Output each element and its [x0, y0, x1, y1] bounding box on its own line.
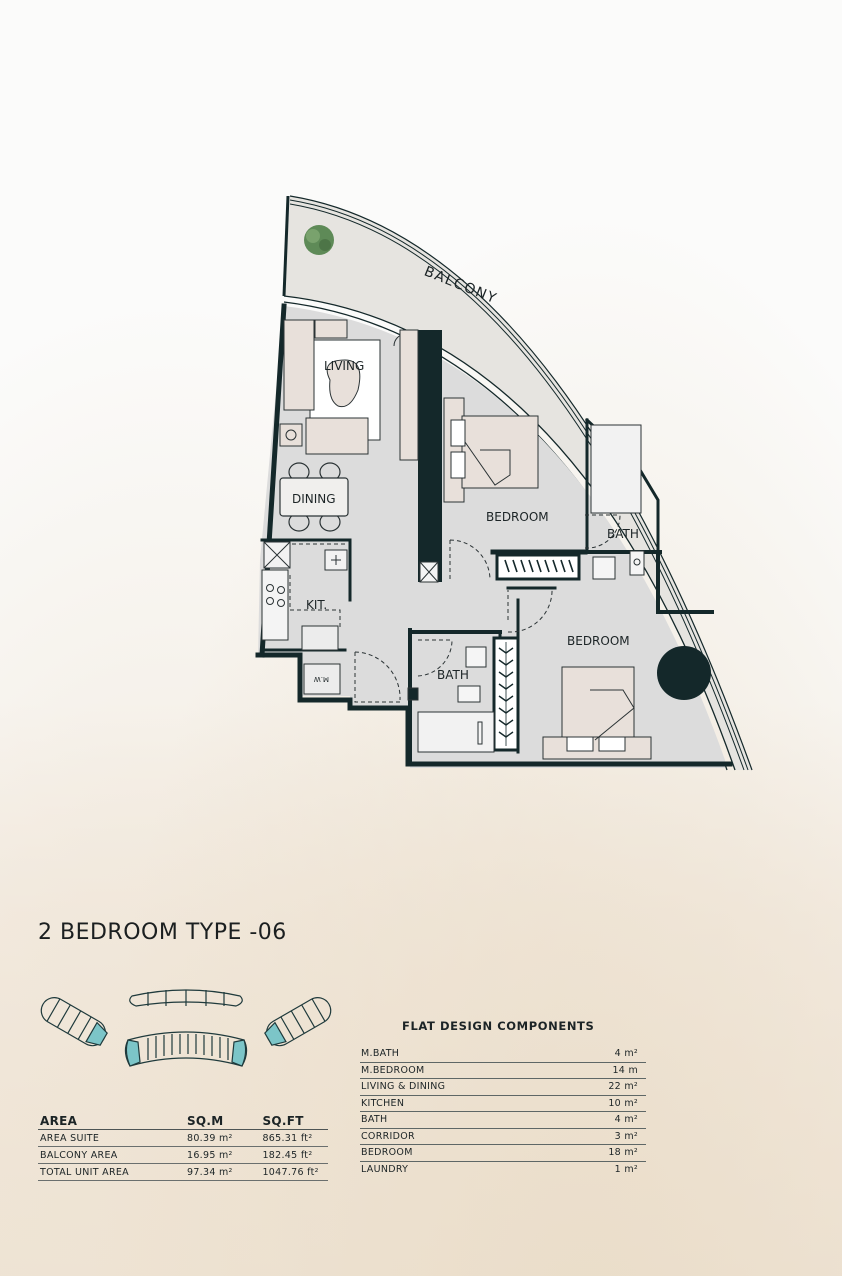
component-value: 3 m² — [614, 1130, 638, 1142]
components-title: FLAT DESIGN COMPONENTS — [402, 1019, 595, 1033]
component-value: 10 m² — [608, 1097, 638, 1109]
table-row: BALCONY AREA 16.95 m² 182.45 ft² — [38, 1147, 328, 1164]
living-label: LIVING — [324, 359, 364, 373]
row-sqm: 80.39 m² — [186, 1132, 233, 1144]
key-plan-building-left — [40, 997, 108, 1047]
table-row: BEDROOM 18 m² — [360, 1145, 646, 1162]
component-value: 18 m² — [608, 1147, 638, 1159]
entry-door — [354, 651, 419, 703]
key-plan-building-top — [129, 989, 243, 1007]
component-label: M.BATH — [361, 1048, 400, 1060]
bath-2-fixtures — [417, 639, 495, 753]
area-table-header: AREA SQ.M SQ.FT — [38, 1112, 328, 1130]
header-sqm: SQ.M — [186, 1113, 224, 1128]
row-label: TOTAL UNIT AREA — [40, 1166, 129, 1178]
component-label: LAUNDRY — [361, 1163, 409, 1175]
bedroom-1-furniture — [419, 397, 539, 583]
table-row: LIVING & DINING 22 m² — [360, 1079, 646, 1096]
component-label: CORRIDOR — [361, 1130, 415, 1142]
component-label: KITCHEN — [361, 1097, 405, 1109]
kitchen-fixtures — [261, 541, 348, 695]
component-label: BEDROOM — [361, 1147, 413, 1159]
kitchen-label: KIT. — [306, 598, 327, 612]
row-sqft: 1047.76 ft² — [262, 1166, 319, 1178]
row-sqft: 182.45 ft² — [262, 1149, 313, 1161]
round-table-icon — [657, 646, 711, 700]
row-sqm: 16.95 m² — [186, 1149, 233, 1161]
floor-plan: BALCONY LIVING — [255, 195, 753, 771]
key-plan-building-right — [264, 997, 332, 1047]
bedroom-2-furniture — [507, 587, 711, 760]
component-value: 4 m² — [614, 1114, 638, 1126]
header-sqft: SQ.FT — [262, 1113, 304, 1128]
plant-icon — [304, 225, 334, 255]
component-label: M.BEDROOM — [361, 1064, 425, 1076]
component-value: 14 m — [612, 1064, 638, 1076]
table-row: M.BEDROOM 14 m — [360, 1063, 646, 1079]
table-row: TOTAL UNIT AREA 97.34 m² 1047.76 ft² — [38, 1164, 328, 1181]
wardrobe-1 — [495, 553, 581, 581]
washing-machine-label: M.W — [314, 675, 329, 683]
wardrobe-2 — [492, 636, 520, 752]
table-row: AREA SUITE 80.39 m² 865.31 ft² — [38, 1130, 328, 1147]
table-row: LAUNDRY 1 m² — [360, 1162, 646, 1178]
component-value: 4 m² — [614, 1048, 638, 1060]
table-row: M.BATH 4 m² — [360, 1046, 646, 1063]
row-sqm: 97.34 m² — [186, 1166, 233, 1178]
key-plan — [40, 989, 332, 1067]
row-label: BALCONY AREA — [40, 1149, 118, 1161]
bath-1-label: BATH — [607, 527, 639, 541]
components-table: M.BATH 4 m² M.BEDROOM 14 m LIVING & DINING… — [360, 1046, 646, 1177]
bath-1-fixtures — [584, 424, 645, 580]
dining-table — [279, 462, 349, 532]
header-area: AREA — [40, 1113, 78, 1128]
bedroom-1-label: BEDROOM — [486, 510, 549, 524]
component-label: LIVING & DINING — [361, 1081, 446, 1093]
component-value: 1 m² — [614, 1163, 638, 1175]
key-plan-building-bottom — [124, 1031, 248, 1067]
table-row: BATH 4 m² — [360, 1112, 646, 1129]
living-furniture — [279, 319, 419, 461]
area-table: AREA SQ.M SQ.FT AREA SUITE 80.39 m² 865.… — [38, 1112, 328, 1181]
component-label: BATH — [361, 1114, 388, 1126]
bath-2-label: BATH — [437, 668, 469, 682]
row-label: AREA SUITE — [40, 1132, 100, 1144]
dining-label: DINING — [292, 492, 336, 506]
table-row: KITCHEN 10 m² — [360, 1096, 646, 1112]
table-row: CORRIDOR 3 m² — [360, 1129, 646, 1145]
component-value: 22 m² — [608, 1081, 638, 1093]
bedroom-2-label: BEDROOM — [567, 634, 630, 648]
row-sqft: 865.31 ft² — [262, 1132, 313, 1144]
unit-type-title: 2 BEDROOM TYPE -06 — [38, 920, 287, 945]
